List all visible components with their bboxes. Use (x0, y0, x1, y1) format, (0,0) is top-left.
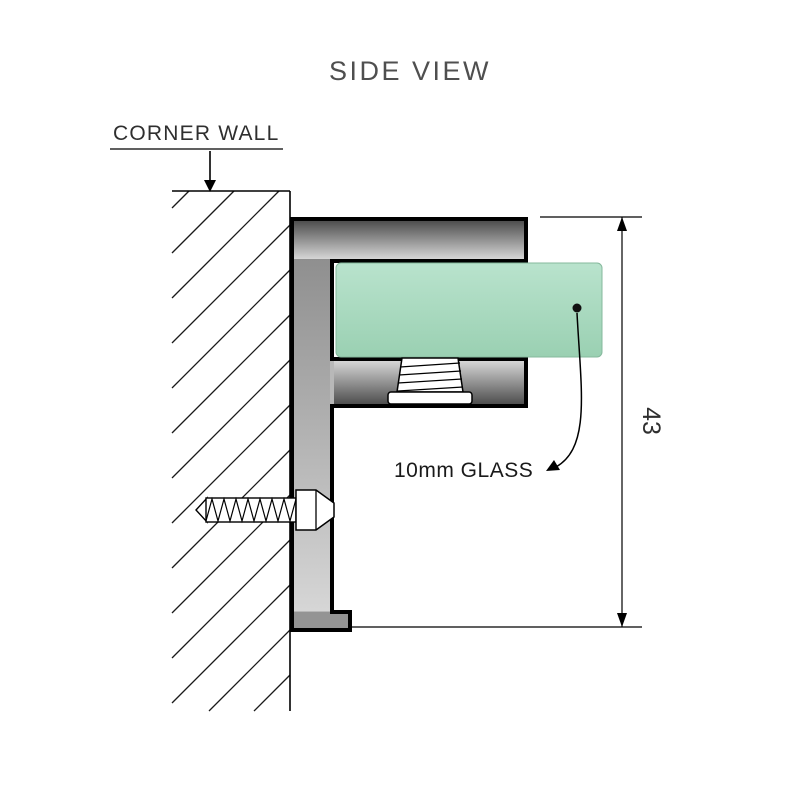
leader-dot (572, 303, 582, 313)
dimension-label: 43 (637, 407, 665, 435)
glass-panel (335, 262, 603, 358)
bracket-foot-shading (294, 612, 348, 628)
grub-screw-base (387, 391, 473, 405)
corner-wall-label: CORNER WALL (113, 122, 279, 145)
screw-thread (205, 496, 297, 524)
wall-screw (195, 489, 335, 531)
glass-label: 10mm GLASS (394, 459, 533, 482)
diagram-title: SIDE VIEW (329, 56, 491, 86)
bracket-spine-shading (294, 259, 330, 611)
leader-line (555, 312, 583, 468)
dimension: 43 (352, 216, 665, 628)
bracket-outline (290, 217, 528, 632)
grub-screw-thread (399, 362, 461, 368)
wall-hatching (171, 190, 291, 712)
grub-screw-thread (397, 378, 463, 384)
leader-arrowhead-icon (546, 460, 560, 471)
dimension-arrow-bottom-icon (617, 613, 627, 627)
dimension-arrow-top-icon (617, 217, 627, 231)
grub-screw (387, 357, 473, 405)
grub-screw-thread (397, 386, 464, 392)
corner-wall-callout: CORNER WALL (110, 122, 283, 192)
glass-callout: 10mm GLASS (394, 303, 583, 482)
grub-screw-thread (398, 370, 462, 376)
bracket-top-arm-shading (294, 221, 524, 259)
corner-wall-arrowhead-icon (204, 180, 216, 192)
glass-rect (335, 262, 603, 358)
